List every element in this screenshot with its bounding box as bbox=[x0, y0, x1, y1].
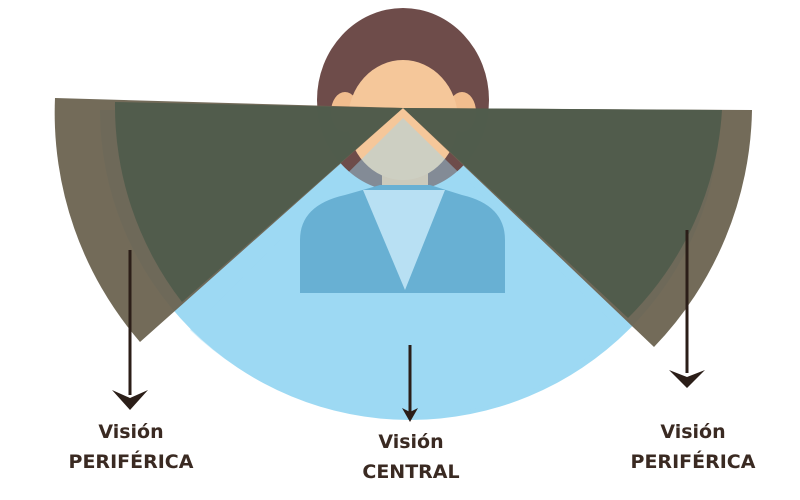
person-face bbox=[348, 60, 458, 180]
label-peripheral-left-line2: PERIFÉRICA bbox=[68, 451, 194, 473]
arrow-right bbox=[669, 230, 705, 388]
arrow-left bbox=[112, 250, 148, 410]
label-peripheral-right-line1: Visión bbox=[660, 421, 726, 443]
label-central-line1: Visión bbox=[378, 431, 444, 453]
peripheral-field-right-inner bbox=[403, 108, 722, 318]
label-peripheral-left: Visión PERIFÉRICA bbox=[31, 417, 231, 477]
label-central-line2: CENTRAL bbox=[362, 461, 460, 483]
peripheral-field-left-inner bbox=[114, 102, 403, 302]
label-peripheral-right-line2: PERIFÉRICA bbox=[630, 451, 756, 473]
label-peripheral-left-line1: Visión bbox=[98, 421, 164, 443]
label-central: Visión CENTRAL bbox=[311, 427, 511, 487]
label-peripheral-right: Visión PERIFÉRICA bbox=[593, 417, 793, 477]
person-collar bbox=[363, 190, 445, 290]
central-vision-overlay bbox=[190, 118, 620, 417]
arrow-center bbox=[402, 345, 418, 422]
